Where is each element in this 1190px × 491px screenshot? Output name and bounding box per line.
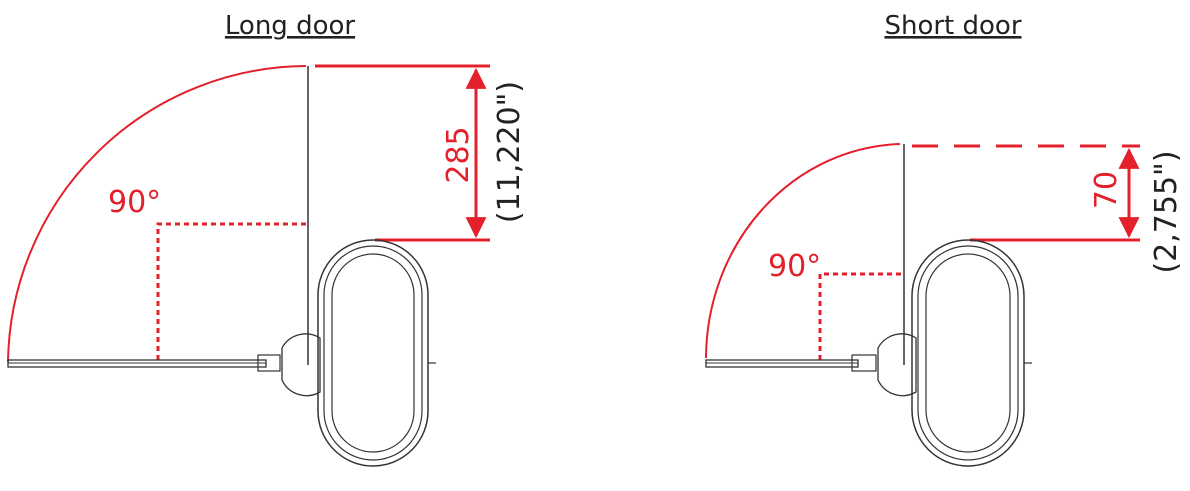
short-door-group: Short door 70 (2,755") 90° — [705, 11, 1184, 467]
short-door-swing-arc — [705, 143, 901, 359]
short-door-hinge-knuckle — [877, 333, 917, 397]
short-door-hinge — [851, 354, 877, 372]
short-door-angle-label: 90° — [768, 249, 821, 284]
long-door-angle-marker — [156, 222, 306, 360]
long-door-hinge-knuckle — [281, 333, 321, 397]
short-door-angle-marker — [818, 272, 902, 360]
short-door-title: Short door — [884, 11, 1021, 41]
long-door-hinge — [257, 354, 281, 372]
long-door-dimension-in: (11,220") — [492, 81, 527, 223]
long-door-cabinet-inner — [331, 253, 415, 453]
long-door-angle-label: 90° — [108, 185, 161, 220]
long-door-dimension-mm: 285 — [441, 126, 476, 183]
long-door-cabinet-middle — [323, 245, 423, 461]
short-door-dimension-in: (2,755") — [1149, 150, 1184, 273]
short-door-cabinet-inner — [925, 253, 1011, 453]
short-door-cabinet-middle — [917, 245, 1019, 461]
long-door-group: Long door 285 (11,220") 90° — [7, 11, 527, 467]
long-door-cabinet-outer — [317, 239, 429, 467]
long-door-title: Long door — [225, 11, 356, 41]
short-door-dimension-mm: 70 — [1089, 171, 1124, 209]
short-door-cabinet-outer — [911, 239, 1025, 467]
long-door-swing-arc — [7, 65, 307, 363]
